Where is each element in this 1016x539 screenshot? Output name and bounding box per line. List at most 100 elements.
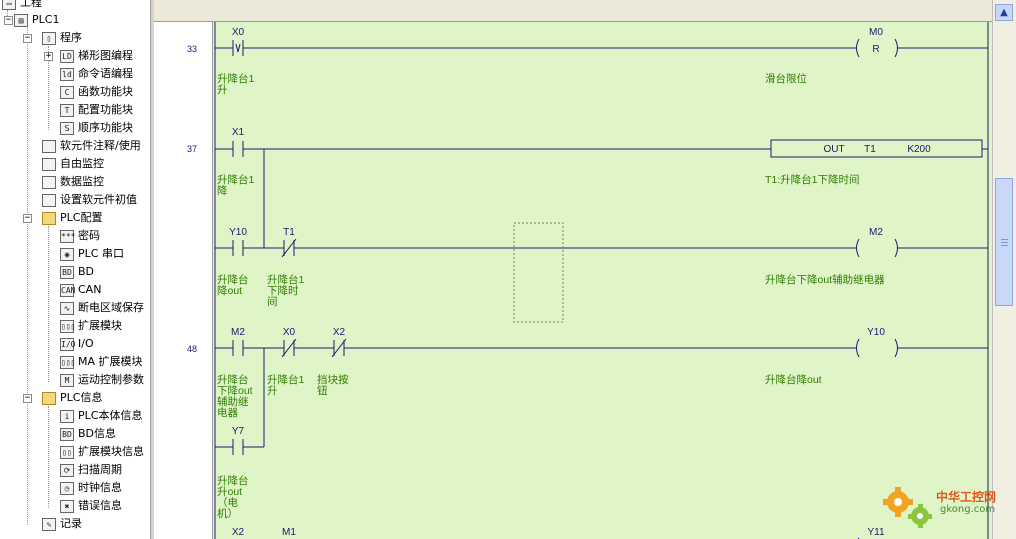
step-number-gutter — [154, 0, 213, 539]
comment-x0_r33-line-1: 升 — [217, 84, 228, 96]
watermark: 中华工控网 gkong.com — [878, 484, 1010, 534]
info-icon: i — [60, 409, 74, 423]
tree-item-mid-1[interactable]: 自由监控 — [42, 155, 104, 173]
tree-item-plc-info[interactable]: PLC信息 — [42, 389, 102, 407]
tree-item-config-7[interactable]: ▯▯▯MA 扩展模块 — [60, 353, 143, 371]
motion-icon: M — [60, 373, 74, 387]
tree-item-info-0-label: PLC本体信息 — [78, 409, 143, 422]
tree-item-config-4[interactable]: ∿断电区域保存 — [60, 299, 144, 317]
out-arg1: T1 — [864, 144, 876, 155]
ladder-icon: LD — [60, 49, 74, 63]
comment-m2-line-0: 升降台 — [217, 373, 249, 386]
folder-icon — [42, 391, 56, 405]
coil-label-m0: M0 — [869, 27, 883, 38]
tree-item-program-2-label: 函数功能块 — [78, 85, 133, 98]
comment-t1-line-2: 间 — [267, 295, 278, 308]
tree-item-info-5-label: 错误信息 — [78, 499, 122, 512]
tree-item-config-0[interactable]: ***密码 — [60, 227, 100, 245]
chevron-up-icon: ▲ — [1000, 7, 1008, 18]
comment-m0: 滑台限位 — [765, 72, 807, 85]
comment-x1-line-0: 升降台1 — [217, 173, 254, 186]
collapse-toggle-plc-config[interactable]: − — [23, 213, 32, 223]
tree-item-config-5[interactable]: ▯▯▯扩展模块 — [60, 317, 122, 335]
tree-item-program-0-label: 梯形图编程 — [78, 49, 133, 62]
power-save-icon: ∿ — [60, 301, 74, 315]
comment-y7-line-0: 升降台 — [217, 474, 249, 487]
out-arg2: K200 — [907, 144, 931, 155]
coil-label-y10: Y10 — [867, 327, 885, 338]
tree-item-info-4-label: 时钟信息 — [78, 481, 122, 494]
scrollbar-thumb[interactable] — [995, 178, 1013, 306]
collapse-toggle-plc[interactable]: − — [4, 15, 13, 25]
step-number-33: 33 — [187, 44, 197, 54]
plc-icon: ▤ — [14, 13, 28, 27]
tree-item-info-5[interactable]: ✖错误信息 — [60, 497, 122, 515]
ladder-editor[interactable]: 33 37 48 X0 X1 Y10 T1 M2 X0 X2 Y7 X2 M1 … — [154, 0, 992, 539]
tree-item-program-1-label: 命令语编程 — [78, 67, 133, 80]
comment-y10-line-1: 降out — [217, 284, 242, 297]
expansion-icon: ▯▯▯ — [60, 319, 76, 333]
step-number-37: 37 — [187, 144, 197, 154]
tree-item-plc1[interactable]: ▤PLC1 — [14, 11, 59, 29]
tree-item-mid-3[interactable]: 设置软元件初值 — [42, 191, 137, 209]
tree-item-record-label: 记录 — [60, 517, 82, 530]
settings-icon — [42, 193, 56, 207]
tree-item-info-2[interactable]: ▯▯扩展模块信息 — [60, 443, 144, 461]
ladder-diagram[interactable]: 33 37 48 X0 X1 Y10 T1 M2 X0 X2 Y7 X2 M1 … — [154, 0, 992, 539]
editor-top-bar — [154, 0, 992, 22]
comment-x0_r48-line-1: 升 — [267, 385, 278, 397]
tree-item-config-1[interactable]: ◉ PLC 串口 — [60, 245, 124, 263]
contact-label-m2: M2 — [231, 327, 245, 338]
tree-item-record[interactable]: ✎ 记录 — [42, 515, 82, 533]
tree-item-config-8[interactable]: M 运动控制参数 — [60, 371, 144, 389]
out-instruction-box — [770, 139, 983, 158]
tree-root[interactable]: ▭ 工程 — [2, 0, 42, 12]
comment-x1-line-1: 降 — [217, 184, 228, 197]
project-icon: ▭ — [2, 0, 16, 10]
tree-item-config-3-label: CAN — [78, 283, 102, 296]
vertical-scrollbar[interactable]: ▲ — [992, 0, 1016, 539]
pane-splitter[interactable] — [150, 0, 155, 539]
tree-item-program-3-label: 配置功能块 — [78, 103, 133, 116]
expand-toggle-ladder[interactable]: + — [44, 51, 53, 61]
monitor-icon — [42, 175, 56, 189]
tree-item-info-4[interactable]: ◷时钟信息 — [60, 479, 122, 497]
editor-cursor — [513, 222, 564, 323]
io-icon: I/O — [60, 337, 76, 351]
serial-port-icon: ◉ — [60, 247, 74, 261]
tree-item-program[interactable]: ▯程序 — [42, 29, 82, 47]
tree-item-plc-config[interactable]: PLC配置 — [42, 209, 102, 227]
contact-label-y10: Y10 — [229, 227, 247, 238]
collapse-toggle-plc-info[interactable]: − — [23, 393, 32, 403]
tree-item-config-1-label: PLC 串口 — [78, 247, 124, 260]
comment-x2_r48-line-1: 钮 — [317, 384, 328, 397]
collapse-toggle-program[interactable]: − — [23, 33, 32, 43]
tree-item-info-3[interactable]: ⟳扫描周期 — [60, 461, 122, 479]
tree-item-config-0-label: 密码 — [78, 229, 100, 242]
tree-item-mid-2[interactable]: 数据监控 — [42, 173, 104, 191]
comment-t1_coil: T1:升降台1下降时间 — [765, 173, 860, 186]
tree-item-plc-config-label: PLC配置 — [60, 211, 103, 224]
tree-item-config-8-label: 运动控制参数 — [78, 373, 144, 386]
password-icon: *** — [60, 229, 76, 243]
record-icon: ✎ — [42, 517, 56, 531]
sequence-block-icon: S — [60, 121, 74, 135]
tree-item-info-0[interactable]: i PLC本体信息 — [60, 407, 142, 425]
tree-item-mid-0[interactable]: 软元件注释/使用 — [42, 137, 141, 155]
tree-item-config-7-label: MA 扩展模块 — [78, 355, 143, 368]
contact-label-x2-next: X2 — [232, 527, 245, 538]
comment-y7-line-3: 机） — [217, 507, 238, 520]
out-op: OUT — [823, 144, 844, 155]
tree-item-program-0[interactable]: LD 梯形图编程 — [60, 47, 133, 65]
tree-root-label: 工程 — [20, 0, 42, 9]
scroll-up-button[interactable]: ▲ — [995, 4, 1013, 21]
tree-item-info-2-label: 扩展模块信息 — [78, 445, 144, 458]
